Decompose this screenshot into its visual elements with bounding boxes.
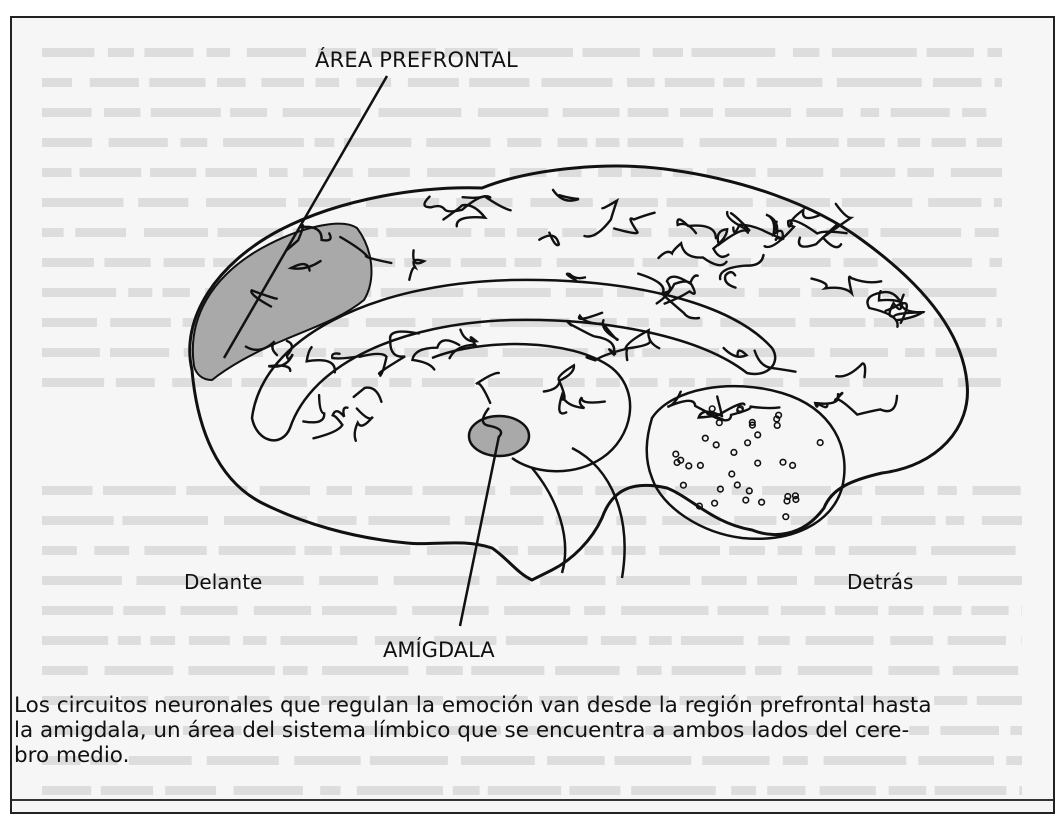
cerebellum-folia [673, 406, 823, 520]
folia-dot [713, 442, 719, 448]
folia-dot [747, 488, 753, 494]
cerebellum [647, 386, 845, 539]
gyrus-line [355, 409, 373, 441]
gyrus-line [799, 224, 837, 246]
gyrus-line [360, 354, 387, 376]
gyrus-line [567, 274, 585, 281]
folia-dot [698, 463, 704, 469]
gyrus-line [332, 353, 360, 358]
folia-dot [780, 459, 786, 465]
folia-dot [709, 406, 715, 412]
gyrus-line [867, 292, 923, 327]
folia-dot [759, 499, 765, 505]
gyrus-line [677, 219, 715, 238]
folia-dot [718, 486, 724, 492]
folia-dot [681, 482, 687, 488]
caption-line: la amigdala, un área del sistema límbico… [14, 718, 1054, 743]
figure-frame: ÁREA PREFRONTAL AMÍGDALA Delante Detrás … [10, 16, 1055, 814]
figure-caption: Los circuitos neuronales que regulan la … [14, 693, 1054, 768]
gyrus-line [539, 233, 559, 246]
gyrus-line [409, 250, 424, 279]
gyrus-line [307, 347, 335, 372]
gyrus-line [724, 348, 747, 357]
gyrus-line [614, 213, 654, 233]
folia-dot [731, 450, 737, 456]
amygdala-label: AMÍGDALA [383, 638, 495, 662]
back-label: Detrás [847, 570, 913, 594]
gyrus-line [725, 272, 735, 287]
folia-dot [755, 432, 761, 438]
bottom-rule [12, 799, 1053, 801]
folia-dot [793, 493, 799, 499]
front-label: Delante [184, 570, 262, 594]
gyrus-line [812, 277, 882, 294]
caption-line: Los circuitos neuronales que regulan la … [14, 693, 1054, 718]
gyrus-line [354, 388, 382, 402]
folia-dot [703, 435, 709, 441]
folia-dot [774, 423, 780, 429]
folia-dot [686, 463, 692, 469]
folia-dot [755, 460, 761, 466]
gyrus-line [559, 395, 604, 413]
folia-dot [745, 440, 751, 446]
gyrus-line [587, 330, 660, 360]
gyrus-line [667, 392, 723, 420]
amygdala-pointer-line [460, 436, 499, 626]
folia-dot [743, 497, 749, 503]
folia-dot [729, 471, 735, 477]
folia-dot [735, 482, 741, 488]
midbrain [432, 344, 630, 471]
folia-dot [712, 500, 718, 506]
gyrus-line [544, 365, 574, 399]
folia-dot [790, 463, 796, 469]
folia-dot [783, 514, 789, 520]
gyrus-line [476, 373, 499, 403]
folia-dot [817, 440, 823, 446]
gyrus-line [836, 363, 865, 377]
gyrus-line [314, 408, 348, 439]
gyrus-line [553, 190, 579, 201]
area-prefrontal-label: ÁREA PREFRONTAL [315, 48, 518, 72]
caption-line: bro medio. [14, 743, 1054, 768]
gyrus-line [450, 330, 477, 359]
folia-dot [673, 451, 679, 457]
gyrus-line [585, 201, 617, 237]
gyrus-line [713, 229, 748, 257]
gyrus-line [835, 393, 897, 415]
